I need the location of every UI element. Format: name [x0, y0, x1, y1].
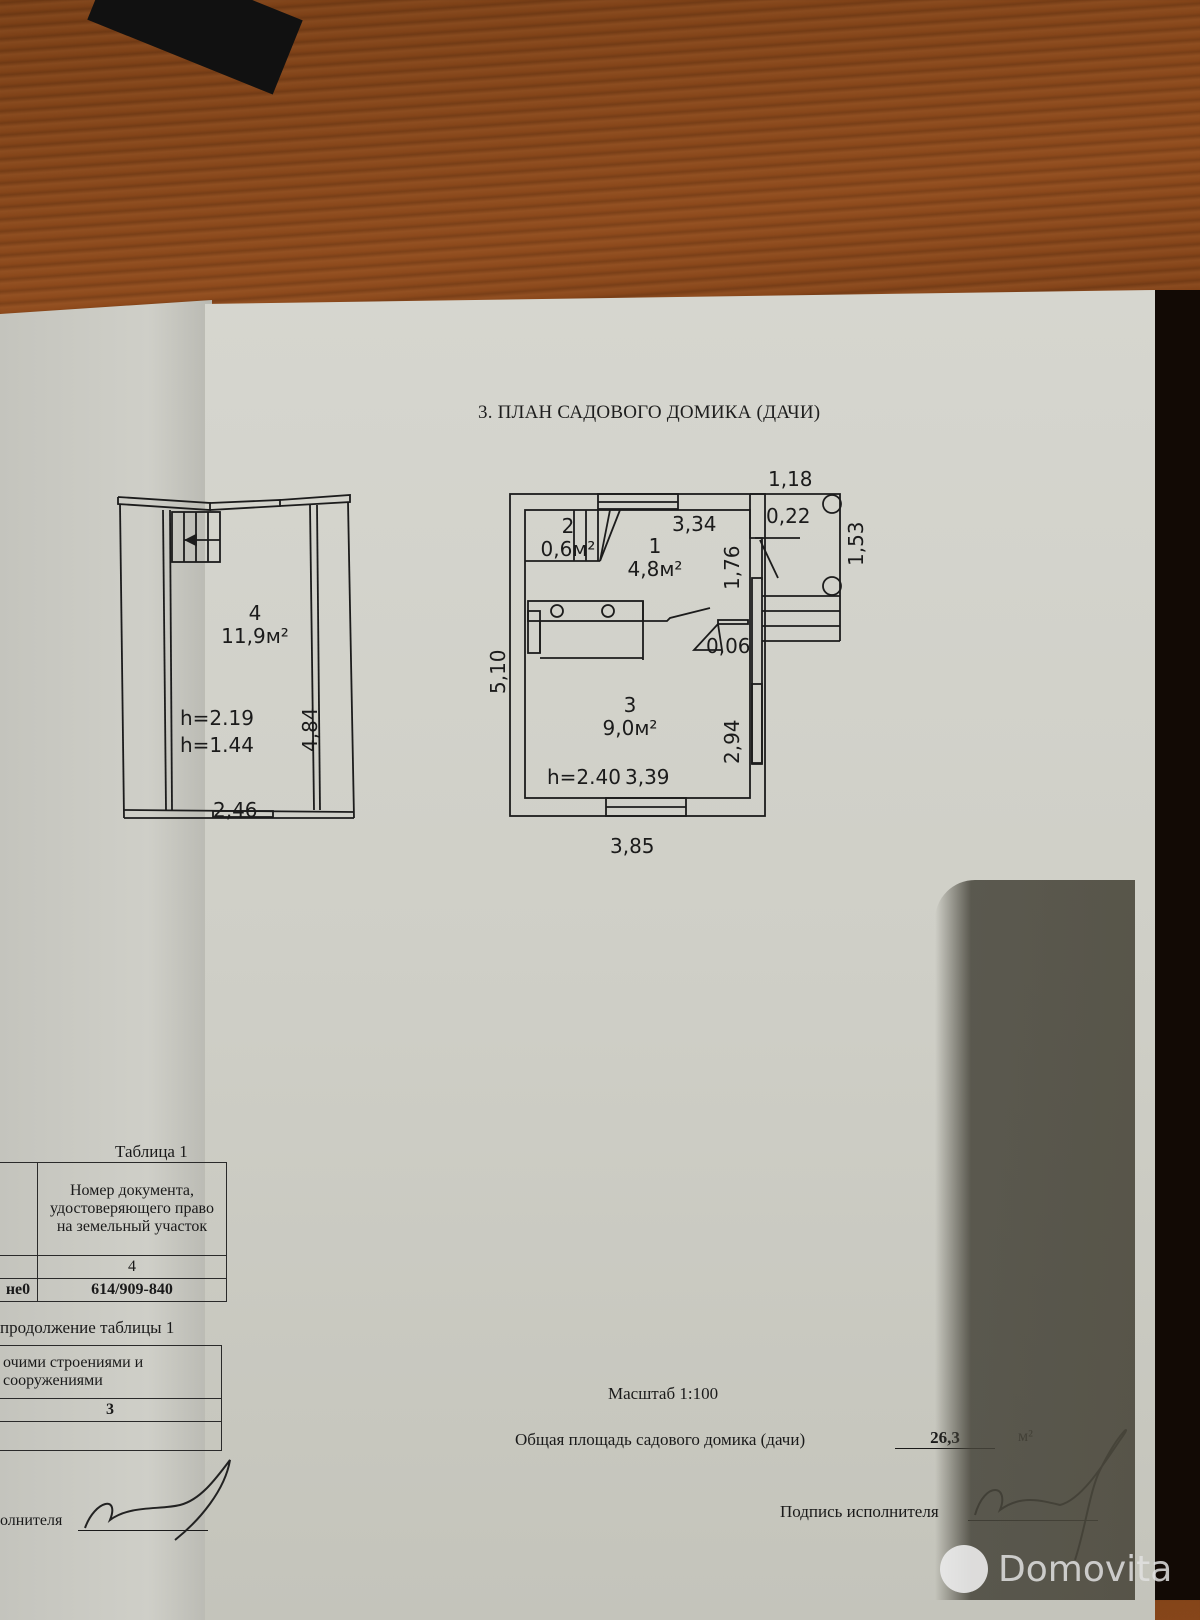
section-title: 3. ПЛАН САДОВОГО ДОМИКА (ДАЧИ)	[478, 402, 821, 423]
total-area-label: Общая площадь садового домика (дачи)	[515, 1430, 806, 1449]
ground-floor-plan	[509, 493, 842, 817]
dim-porch-width: 1,18	[768, 467, 813, 491]
room-3-number: 3	[623, 693, 637, 717]
hand-shadow	[935, 880, 1135, 1600]
room-1-label: 1 4,8м²	[615, 535, 695, 581]
domovita-watermark: Domovita	[940, 1545, 1172, 1593]
room-3-label: 3 9,0м²	[590, 694, 670, 740]
room-4-label: 4 11,9м²	[205, 602, 305, 648]
signature-line-left	[78, 1530, 208, 1531]
signature-label-left: олнителя	[0, 1512, 63, 1529]
room-3-height: h=2.40	[547, 765, 621, 789]
dim-room3-width: 3,39	[625, 765, 670, 789]
room-4-number: 4	[248, 601, 262, 625]
room-4-area: 11,9м²	[221, 624, 289, 648]
room-1-number: 1	[648, 534, 662, 558]
table-cell-blank	[0, 1421, 222, 1451]
dark-background-edge	[1155, 290, 1200, 1600]
land-document-table: Номер документа, удостоверяющего право н…	[0, 1162, 227, 1302]
room-1-area: 4,8м²	[627, 557, 683, 581]
table-header-doc-number: Номер документа, удостоверяющего право н…	[37, 1162, 227, 1256]
table-cell-blank	[0, 1162, 38, 1256]
table-doc-number-value: 614/909-840	[37, 1278, 227, 1302]
table-caption: Таблица 1	[115, 1142, 188, 1161]
room-4-height-2: h=1.44	[180, 733, 254, 757]
watermark-brand: Domovita	[998, 1548, 1173, 1590]
table-row-left-fragment: не0	[0, 1278, 38, 1302]
dim-step: 0,06	[706, 634, 751, 658]
scale-label: Масштаб 1:100	[608, 1384, 719, 1403]
domovita-logo-dot-icon	[940, 1545, 988, 1593]
dim-room1-width: 3,34	[672, 512, 717, 536]
room-2-area: 0,6м²	[540, 537, 596, 561]
table-continuation: продолжение таблицы 1	[0, 1318, 175, 1337]
signature-label: Подпись исполнителя	[780, 1502, 939, 1521]
upper-floor-plan	[117, 494, 355, 819]
room-3-area: 9,0м²	[602, 716, 658, 740]
continuation-header: очими строениями и сооружениями	[0, 1345, 222, 1399]
room-4-height-1: h=2.19	[180, 706, 254, 730]
dim-overall-width: 3,85	[610, 834, 655, 858]
room-2-label: 2 0,6м²	[538, 515, 598, 561]
dim-upper-width: 2,46	[213, 798, 258, 822]
room-2-number: 2	[561, 514, 575, 538]
dim-wall-offset: 0,22	[766, 504, 811, 528]
continuation-table: очими строениями и сооружениями 3	[0, 1345, 222, 1451]
